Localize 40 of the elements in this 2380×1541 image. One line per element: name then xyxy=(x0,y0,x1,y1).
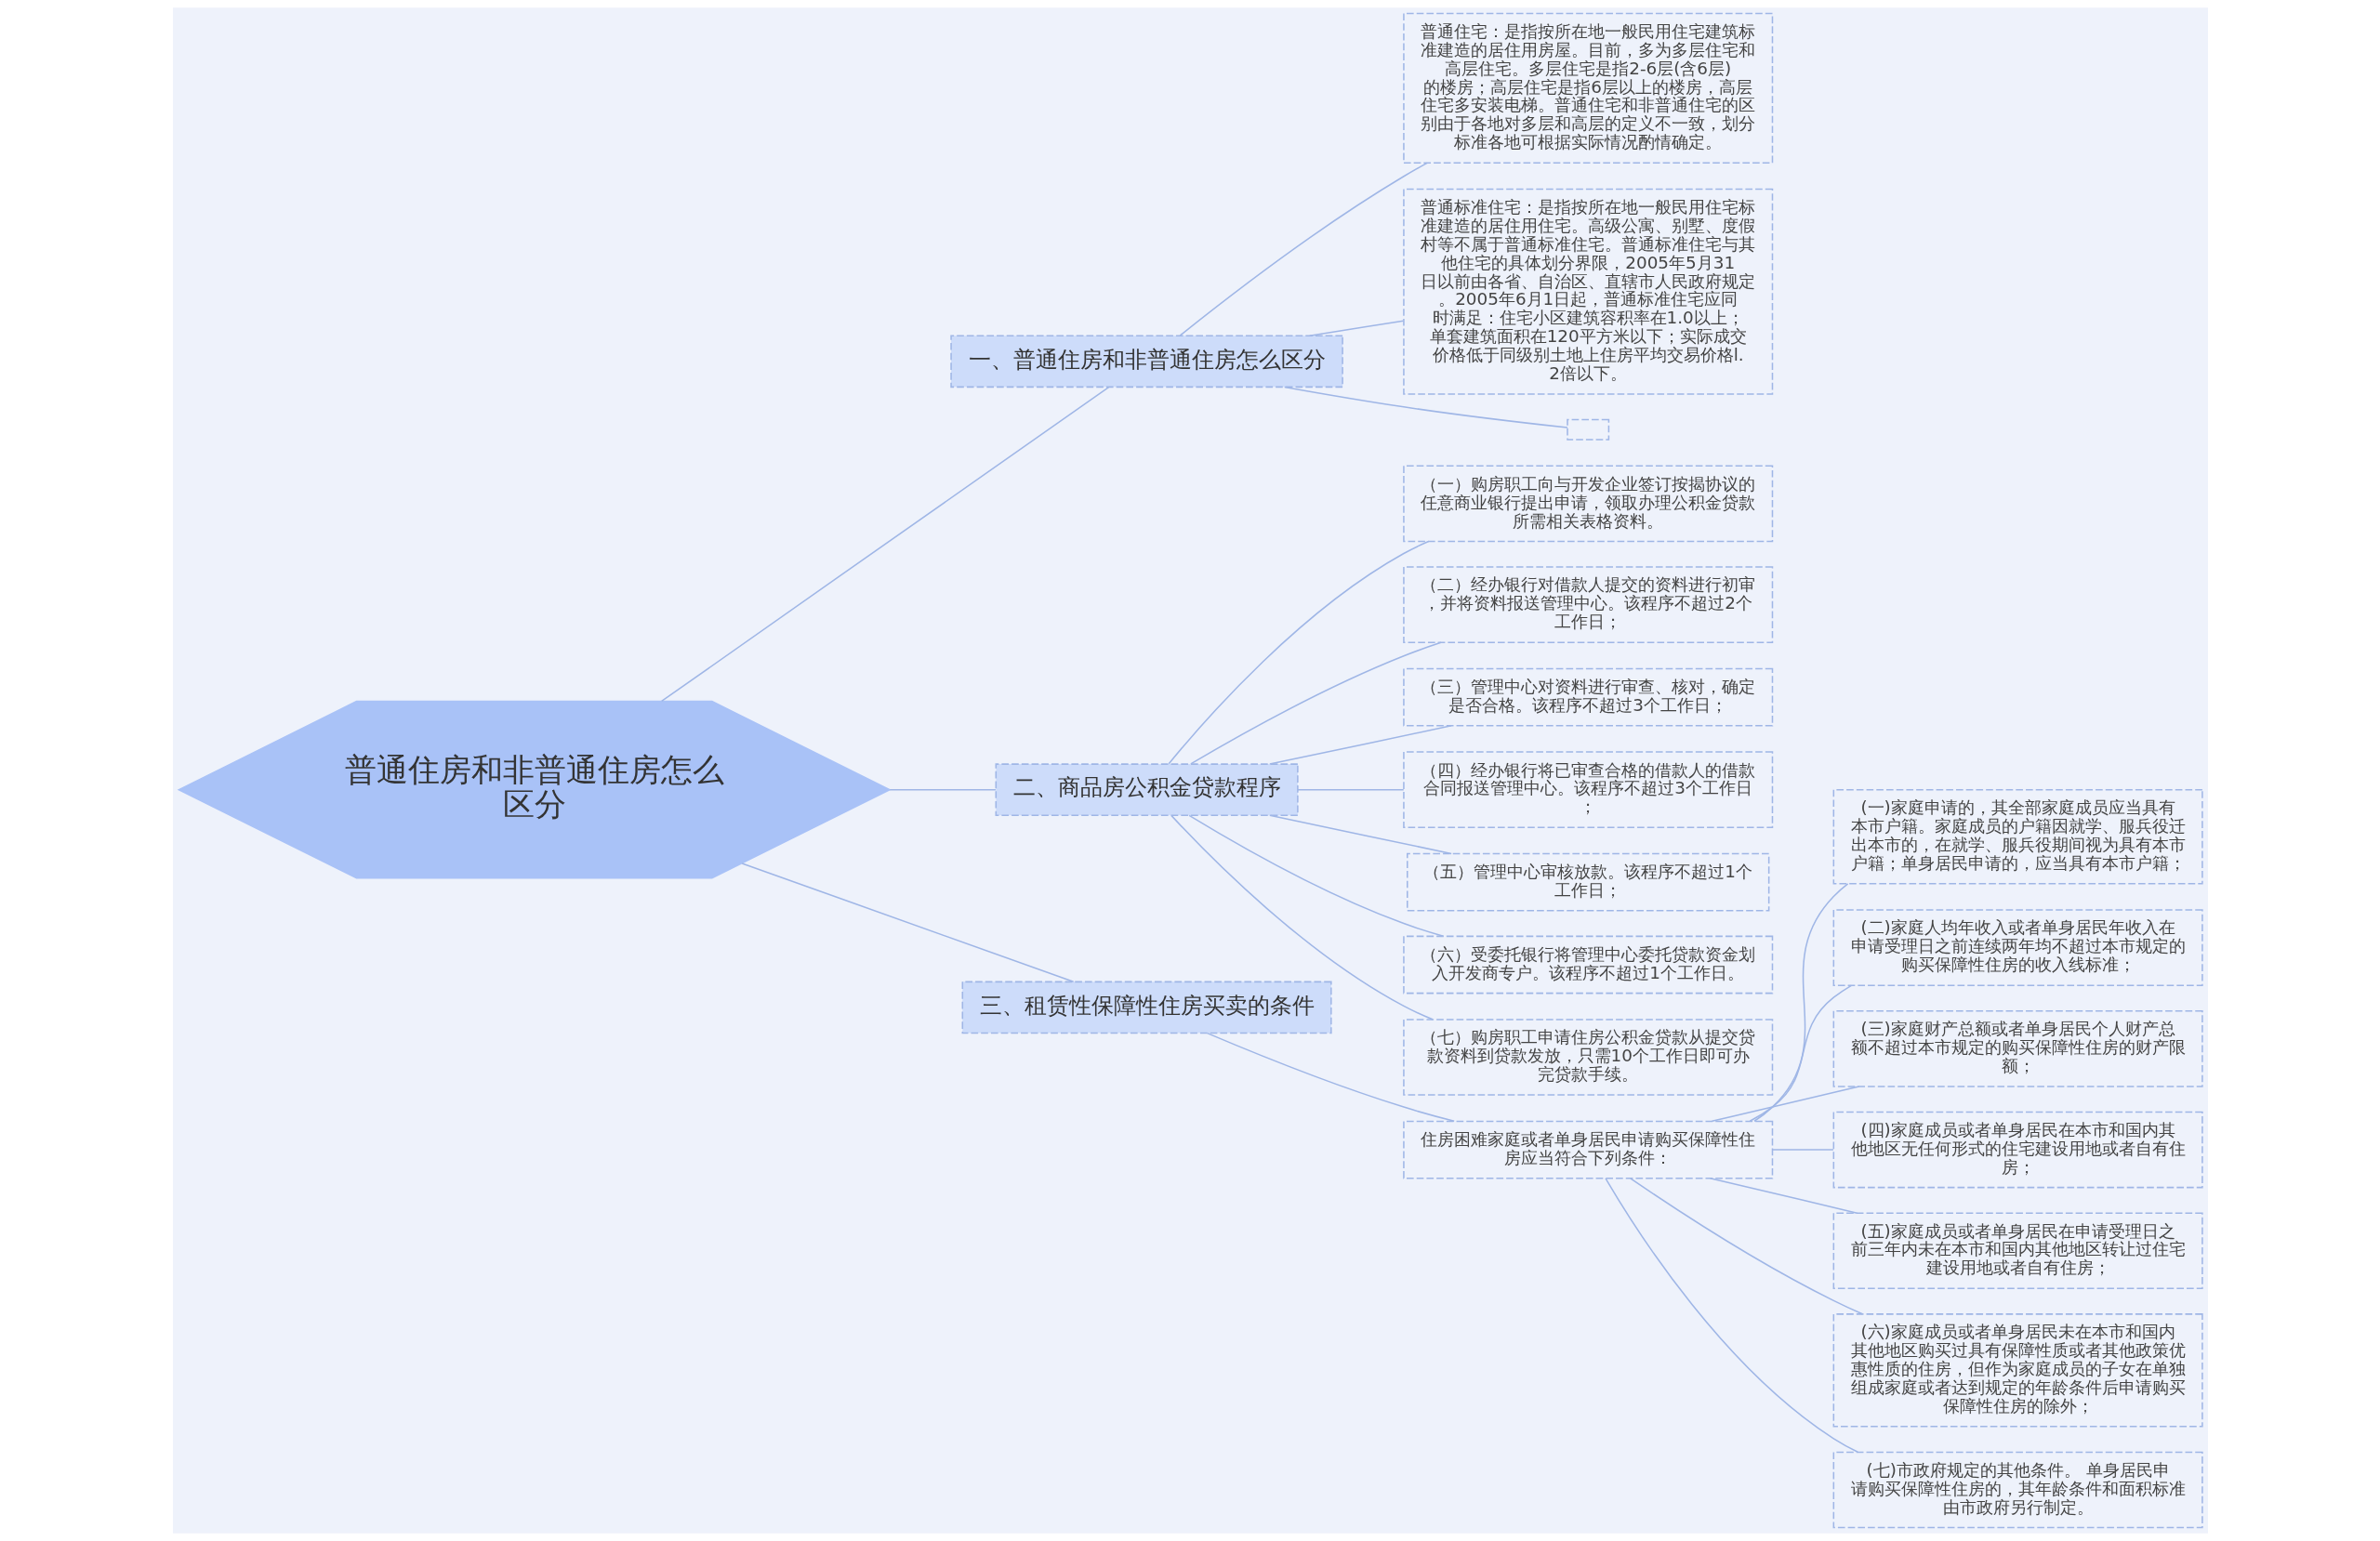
node-box: （四）经办银行将已审查合格的借款人的借款合同报送管理中心。该程序不超过3个工作日； xyxy=(1402,751,1773,828)
connector xyxy=(1709,1178,1858,1214)
node-box: 二、商品房公积金贷款程序 xyxy=(995,763,1299,816)
node-box: 普通标准住宅：是指按所在地一般民用住宅标准建造的居住用住宅。高级公寓、别墅、度假村等不属于普通标准住宅。普通标准住宅与其他住宅的具体划分界限，2005年5月31日以前由各省、自治区、直辖市人民政府规定。2005年6月1日起，普通标准住宅应同时满足：住宅小区建筑容积率在1.0以上；单套建筑面积在120平方米以下；实际成交价格低于同级别土地上住房平均交易价格l.2倍以下。 xyxy=(1402,188,1773,395)
connector xyxy=(1296,788,1404,791)
node-box: 一、普通住房和非普通住房怎么区分 xyxy=(949,335,1343,389)
connector xyxy=(740,863,1074,983)
connector xyxy=(1268,725,1452,765)
node-box: （六）受委托银行将管理中心委托贷款资金划入开发商专户。该程序不超过1个工作日。 xyxy=(1402,935,1773,994)
node-box: 三、租赁性保障性住房买卖的条件 xyxy=(961,981,1332,1034)
node-box: （七）购房职工申请住房公积金贷款从提交贷款资料到贷款发放，只需10个工作日即可办完贷款手续。 xyxy=(1402,1019,1773,1096)
node-box: (三)家庭财产总额或者单身居民个人财产总额不超过本市规定的购买保障性住房的财产限额； xyxy=(1832,1010,2203,1087)
connector xyxy=(660,386,1109,703)
node-box xyxy=(1566,418,1609,441)
node-box: (七)市政府规定的其他条件。 单身居民申请购买保障性住房的，其年龄条件和面积标准由市政府另行制定。 xyxy=(1832,1451,2203,1529)
connector xyxy=(1170,814,1434,1021)
node-box: (一)家庭申请的，其全部家庭成员应当具有本市户籍。家庭成员的户籍因就学、服兵役迁出本市的，在就学、服兵役期间视为具有本市户籍；单身居民申请的，应当具有本市户籍； xyxy=(1832,788,2203,885)
node-box: (四)家庭成员或者单身居民在本市和国内其他地区无任何形式的住宅建设用地或者自有住房； xyxy=(1832,1111,2203,1189)
node-box: （二）经办银行对借款人提交的资料进行初审，并将资料报送管理中心。该程序不超过2个工作日； xyxy=(1402,566,1773,643)
connector xyxy=(1179,162,1428,336)
connector xyxy=(1308,320,1404,336)
node-box: （五）管理中心审核放款。该程序不超过1个工作日； xyxy=(1406,852,1769,912)
connector xyxy=(1771,1149,1834,1151)
connector xyxy=(1604,1178,1858,1453)
node-box: 普通住宅：是指按所在地一般民用住宅建筑标准建造的居住用房屋。目前，多为多层住宅和高层住宅。多层住宅是指2-6层(含6层)的楼房；高层住宅是指6层以上的楼房，高层住宅多安装电梯。普通住宅和非普通住宅的区别由于各地对多层和高层的定义不一致，划分标准各地可根据实际情况酌情确定。 xyxy=(1402,12,1773,164)
connector xyxy=(1629,1178,1863,1315)
node-box: (二)家庭人均年收入或者单身居民年收入在申请受理日之前连续两年均不超过本市规定的购买保障性住房的收入线标准； xyxy=(1832,909,2203,986)
connector xyxy=(1283,386,1568,428)
connector xyxy=(1748,984,1852,1122)
connector xyxy=(1711,1086,1859,1123)
connector xyxy=(1206,1032,1455,1123)
node-box: （一）购房职工向与开发企业签订按揭协议的任意商业银行提出申请，领取办理公积金贷款所需相关表格资料。 xyxy=(1402,465,1773,543)
connector xyxy=(1167,540,1429,765)
node-box: （三）管理中心对资料进行审查、核对，确定是否合格。该程序不超过3个工作日； xyxy=(1402,667,1773,727)
node-box: 住房困难家庭或者单身居民申请购买保障性住房应当符合下列条件： xyxy=(1402,1120,1773,1179)
node-box: (五)家庭成员或者单身居民在申请受理日之前三年内未在本市和国内其他地区转让过住宅建设用地或者自有住房； xyxy=(1832,1212,2203,1290)
connector xyxy=(1187,814,1444,938)
node-box: (六)家庭成员或者单身居民未在本市和国内其他地区购买过具有保障性质或者其他政策优惠性质的住房，但作为家庭成员的子女在单独组成家庭或者达到规定的年龄条件后申请购买保障性住房的除外； xyxy=(1832,1313,2203,1428)
connector xyxy=(1752,883,1848,1122)
connector xyxy=(888,788,997,791)
